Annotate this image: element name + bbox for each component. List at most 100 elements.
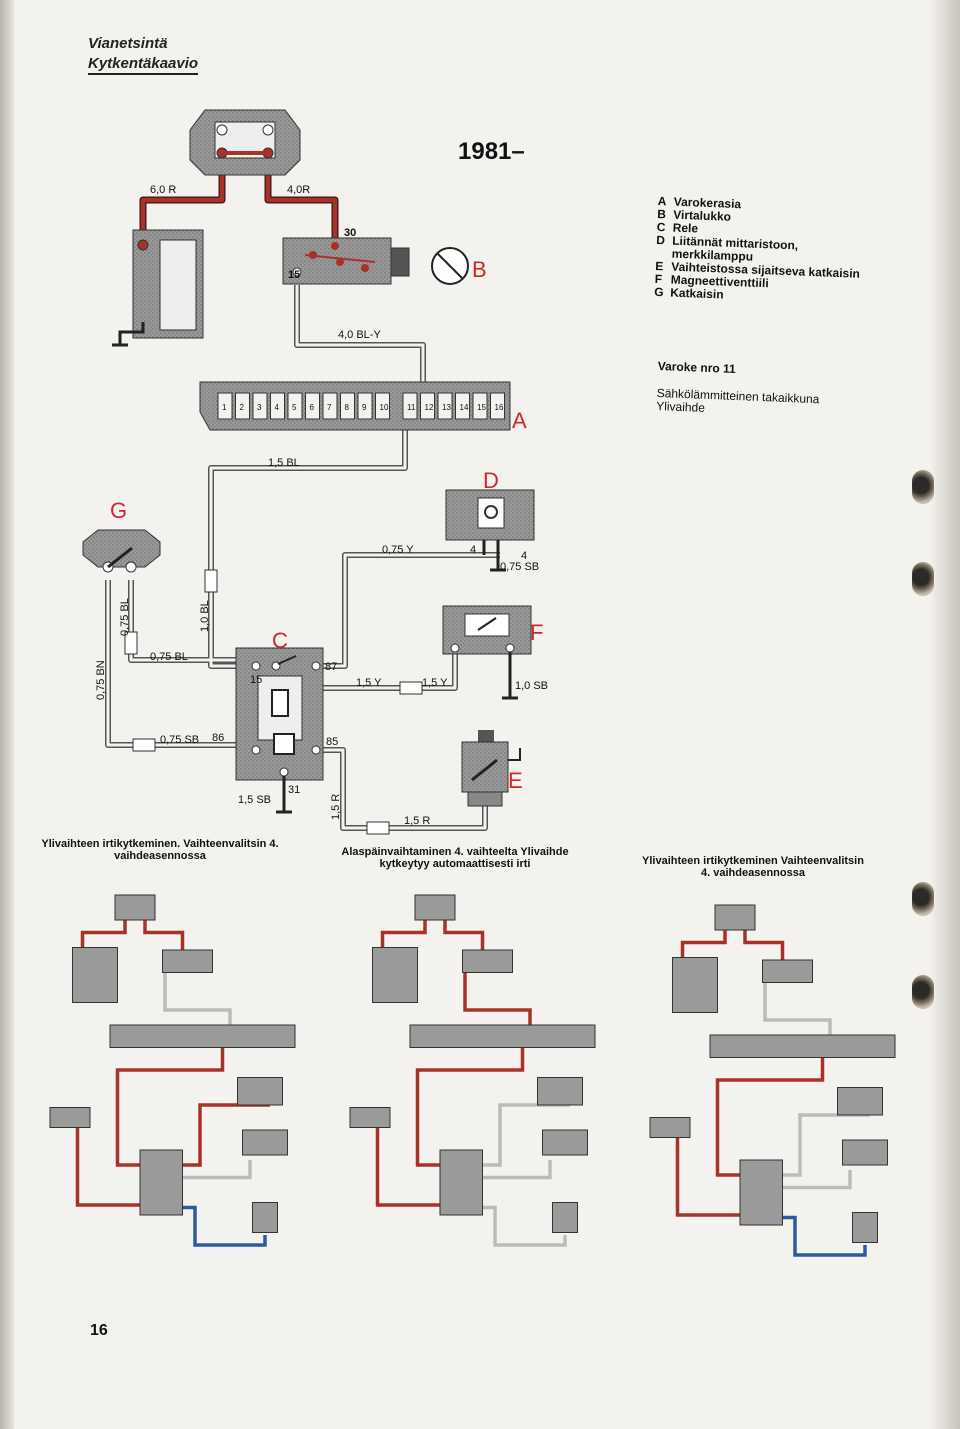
wire — [782, 1170, 852, 1190]
wire-label: 4,0R — [287, 184, 310, 196]
wire-label: 1,5 Y — [422, 677, 448, 689]
fuse-slot — [472, 392, 488, 420]
caption-diagram-1: Ylivaihteen irtikytkeminen. Vaihteenvali… — [41, 838, 279, 862]
fuse-box — [709, 1034, 896, 1058]
wire-group-fill — [106, 285, 500, 830]
fuse-slot — [217, 392, 233, 420]
switch-g — [649, 1117, 691, 1138]
wire — [782, 1215, 867, 1257]
fuse-number: 6 — [310, 403, 315, 412]
wire-label: 1,5 SB — [238, 794, 271, 806]
fuse-slot — [455, 392, 470, 420]
terminal-label: 15 — [288, 269, 300, 281]
wire-label: 0,75 Y — [382, 544, 414, 556]
wire-label: 4,0 BL-Y — [338, 329, 381, 341]
fuse-slot — [437, 392, 453, 420]
binder-hole — [912, 882, 934, 916]
caption-diagram-2: Alaspäinvaihtaminen 4. vaihteelta Ylivai… — [341, 846, 569, 870]
fuse-number: 3 — [257, 403, 262, 412]
terminal-label: 15 — [250, 674, 262, 686]
wire-label: 0,75 BN — [95, 660, 107, 700]
binder-hole — [912, 562, 934, 596]
small-diagram-3 — [649, 904, 896, 1257]
fuse-number: 13 — [442, 403, 451, 412]
fuse-box — [409, 1024, 596, 1048]
terminal-label: 86 — [212, 732, 224, 744]
binder-hole — [912, 975, 934, 1009]
fuse-number: 7 — [327, 403, 332, 412]
wire — [482, 1103, 570, 1167]
wire — [680, 920, 727, 963]
connector-block — [114, 894, 156, 921]
terminal-label: 30 — [344, 227, 356, 239]
relay — [139, 1149, 183, 1216]
fuse-number: 10 — [380, 403, 389, 412]
fuse-slot — [305, 392, 320, 420]
fuse-slot — [375, 392, 390, 420]
terminal-label: 85 — [326, 736, 338, 748]
page-number: 16 — [90, 1322, 108, 1339]
label-g: G — [110, 498, 127, 523]
fuse-slot — [420, 392, 435, 420]
gearbox-switch — [852, 1212, 878, 1243]
label-f: F — [530, 620, 543, 645]
fuse-slot — [490, 392, 505, 420]
fuse-number: 15 — [477, 403, 486, 412]
component-letters: B A D G C F E — [110, 257, 543, 793]
wire — [380, 910, 427, 953]
section-title: Vianetsintä — [88, 35, 168, 52]
ignition-switch — [162, 949, 213, 973]
relay — [235, 647, 324, 814]
wire — [115, 1045, 225, 1167]
gearbox-switch — [252, 1202, 278, 1233]
wire-connector — [399, 681, 423, 695]
terminal-label: 4 — [470, 544, 476, 556]
wire-connector — [124, 631, 138, 655]
label-d: D — [483, 468, 499, 493]
wire — [415, 1045, 525, 1167]
wire-label: 1,0 SB — [515, 680, 548, 692]
fuse-number: 4 — [275, 403, 280, 412]
wire — [763, 980, 832, 1035]
connector-block — [414, 894, 456, 921]
terminal-label: 87 — [325, 661, 337, 673]
terminal-label: 31 — [288, 784, 300, 796]
indicator-lamp — [537, 1077, 583, 1106]
wire-connector — [204, 569, 218, 593]
switch-g — [49, 1107, 91, 1128]
wire — [75, 1125, 140, 1207]
battery — [72, 947, 118, 1003]
page-edge-shadow — [930, 0, 960, 1429]
wire — [182, 1205, 267, 1247]
fuse-number: 8 — [345, 403, 350, 412]
indicator-lamp — [837, 1087, 883, 1116]
wire — [443, 910, 485, 954]
wire-label: 0,75 SB — [500, 561, 539, 573]
label-c: C — [272, 628, 288, 653]
gearbox-switch — [461, 730, 521, 807]
ignition-switch — [282, 237, 469, 285]
fuse-number: 2 — [240, 403, 245, 412]
fuse-slot — [357, 392, 373, 420]
fuse-number: 5 — [292, 403, 297, 412]
fuse-number: 14 — [460, 403, 469, 412]
wire-connector — [132, 738, 156, 752]
ignition-switch — [762, 959, 813, 983]
wire-connector — [366, 821, 390, 835]
connector-block — [714, 904, 756, 931]
wire — [143, 910, 185, 954]
wire — [182, 1160, 252, 1180]
battery — [672, 957, 718, 1013]
wire-label: 1,0 BL — [199, 600, 211, 632]
wire-label: 6,0 R — [150, 184, 176, 196]
solenoid-valve — [542, 1129, 588, 1156]
label-e: E — [508, 768, 523, 793]
wire — [463, 970, 532, 1025]
indicator-lamp — [445, 489, 535, 572]
fuse-slot — [322, 392, 338, 420]
ignition-switch — [462, 949, 513, 973]
